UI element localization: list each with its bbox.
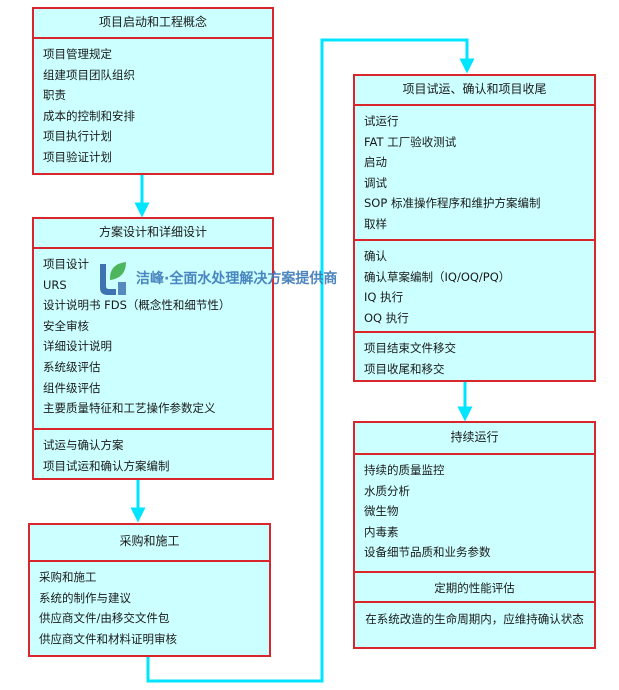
list-item: 设备细节品质和业务参数 <box>364 545 491 560</box>
list-item: 组件级评估 <box>43 380 101 395</box>
stage-initiation-items: 项目管理规定 组建项目团队组织 职责 成本的控制和安排 项目执行计划 项目验证计… <box>34 39 272 168</box>
stage-operation-title: 持续运行 <box>355 423 594 455</box>
list-item: 系统级评估 <box>43 359 101 374</box>
stage-operation-subtitle: 定期的性能评估 <box>434 581 515 595</box>
list-item: 微生物 <box>364 504 399 519</box>
stage-design-title: 方案设计和详细设计 <box>34 219 272 249</box>
list-item: 成本的控制和安排 <box>43 108 135 123</box>
list-item: 项目试运和确认方案编制 <box>43 458 170 473</box>
list-item: 采购和施工 <box>39 570 97 584</box>
list-item: 启动 <box>364 155 387 170</box>
list-item: 职责 <box>43 88 66 103</box>
list-item: 项目收尾和移交 <box>364 361 445 376</box>
list-item: 确认 <box>364 249 387 263</box>
list-item: 项目管理规定 <box>43 47 112 61</box>
stage-procurement: 采购和施工 采购和施工 系统的制作与建议 供应商文件/由移交文件包 供应商文件和… <box>28 523 271 657</box>
list-item: 详细设计说明 <box>43 339 112 354</box>
list-item: 水质分析 <box>364 483 410 498</box>
list-item: 项目设计 <box>43 257 89 271</box>
list-item: 持续的质量监控 <box>364 463 445 477</box>
stage-initiation: 项目启动和工程概念 项目管理规定 组建项目团队组织 职责 成本的控制和安排 项目… <box>32 7 274 175</box>
stage-commissioning-title: 项目试运、确认和项目收尾 <box>355 76 594 106</box>
stage-procurement-title: 采购和施工 <box>30 525 269 562</box>
list-item: 供应商文件和材料证明审核 <box>39 631 177 646</box>
stage-commissioning-items: 试运行 FAT 工厂验收测试 启动 调试 SOP 标准操作程序和维护方案编制 取… <box>355 106 594 239</box>
stage-operation: 持续运行 持续的质量监控 水质分析 微生物 内毒素 设备细节品质和业务参数 定期… <box>353 421 596 649</box>
stage-operation-note: 在系统改造的生命周期内，应维持确认状态 <box>365 612 584 626</box>
stage-operation-subheader: 定期的性能评估 <box>355 571 594 601</box>
list-item: URS <box>43 277 67 292</box>
stage-operation-note-section: 在系统改造的生命周期内，应维持确认状态 <box>355 601 594 629</box>
stage-design-items: 项目设计 URS 设计说明书 FDS（概念性和细节性） 安全审核 详细设计说明 … <box>34 249 272 428</box>
list-item: 内毒素 <box>364 524 399 539</box>
list-item: 项目结束文件移交 <box>364 341 456 355</box>
watermark: 洁峰·全面水处理解决方案提供商 <box>96 258 337 298</box>
stage-design-items2: 试运与确认方案 项目试运和确认方案编制 <box>34 428 272 476</box>
list-item: OQ 执行 <box>364 310 409 325</box>
list-item: 取样 <box>364 216 387 231</box>
stage-commissioning-items3: 项目结束文件移交 项目收尾和移交 <box>355 331 594 379</box>
stage-commissioning-items2: 确认 确认草案编制（IQ/OQ/PQ） IQ 执行 OQ 执行 <box>355 239 594 331</box>
list-item: 系统的制作与建议 <box>39 590 131 605</box>
stage-design: 方案设计和详细设计 项目设计 URS 设计说明书 FDS（概念性和细节性） 安全… <box>32 217 274 480</box>
list-item: 项目验证计划 <box>43 149 112 164</box>
list-item: IQ 执行 <box>364 290 404 305</box>
watermark-text: 洁峰·全面水处理解决方案提供商 <box>136 271 338 287</box>
jiefeng-logo-icon <box>100 262 126 295</box>
arrow-procurement-to-commissioning <box>146 38 475 683</box>
list-item: 安全审核 <box>43 318 89 333</box>
stage-operation-items: 持续的质量监控 水质分析 微生物 内毒素 设备细节品质和业务参数 <box>355 455 594 571</box>
list-item: 组建项目团队组织 <box>43 67 135 82</box>
stage-commissioning: 项目试运、确认和项目收尾 试运行 FAT 工厂验收测试 启动 调试 SOP 标准… <box>353 74 596 382</box>
stage-initiation-title: 项目启动和工程概念 <box>34 9 272 39</box>
list-item: 试运与确认方案 <box>43 438 124 452</box>
list-item: 供应商文件/由移交文件包 <box>39 611 170 626</box>
stage-procurement-items: 采购和施工 系统的制作与建议 供应商文件/由移交文件包 供应商文件和材料证明审核 <box>30 562 269 649</box>
list-item: 主要质量特征和工艺操作参数定义 <box>43 401 216 416</box>
list-item: 调试 <box>364 175 387 190</box>
list-item: 设计说明书 FDS（概念性和细节性） <box>43 298 231 313</box>
list-item: 项目执行计划 <box>43 129 112 144</box>
list-item: 试运行 <box>364 114 399 128</box>
list-item: SOP 标准操作程序和维护方案编制 <box>364 196 541 211</box>
list-item: 确认草案编制（IQ/OQ/PQ） <box>364 269 511 284</box>
list-item: FAT 工厂验收测试 <box>364 134 457 149</box>
